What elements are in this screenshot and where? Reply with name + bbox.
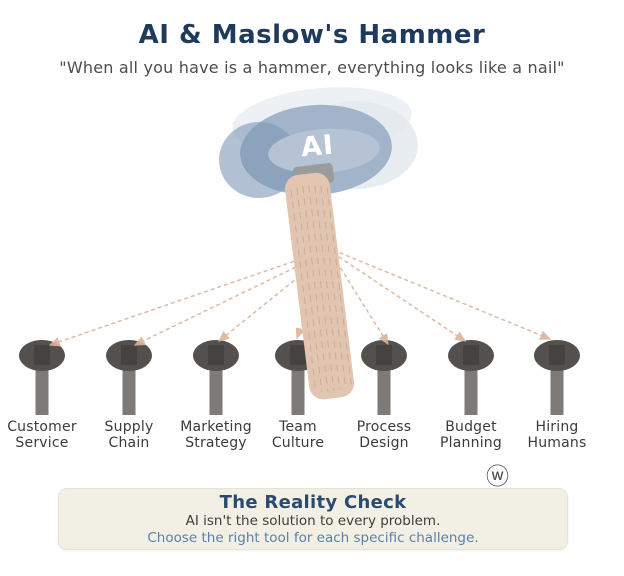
nail-label: Process Design bbox=[319, 419, 449, 451]
nail-label-line: Hiring bbox=[535, 419, 579, 435]
nail-label: Marketing Strategy bbox=[151, 419, 281, 451]
nail-label: Budget Planning bbox=[406, 419, 536, 451]
hammer-ferrule bbox=[292, 163, 335, 187]
nail-label-line: Planning bbox=[440, 434, 502, 451]
nail-label-line: Design bbox=[359, 434, 409, 451]
nail-head-inner bbox=[463, 345, 479, 365]
hammer-face bbox=[219, 122, 299, 198]
nail-head-inner bbox=[549, 345, 565, 365]
nail-head bbox=[534, 340, 580, 371]
nail-head bbox=[106, 340, 152, 371]
nail-head-inner bbox=[121, 345, 137, 365]
nail-label-line: Marketing bbox=[180, 419, 252, 435]
reality-check-title: The Reality Check bbox=[219, 492, 407, 513]
nail-head-inner bbox=[290, 345, 306, 365]
nail-label-line: Budget bbox=[445, 419, 497, 435]
nail-head-inner bbox=[34, 345, 50, 365]
nail-label: Hiring Humans bbox=[492, 419, 622, 451]
nail-label-line: Chain bbox=[108, 434, 150, 451]
signature-mark: ⓦ bbox=[486, 464, 509, 490]
nail-label-line: Culture bbox=[271, 434, 325, 451]
nail-process-design: Process Design bbox=[357, 340, 411, 450]
nail-label-line: Service bbox=[15, 434, 69, 451]
nail-hiring-humans: Hiring Humans bbox=[528, 340, 586, 450]
nail-label: Supply Chain bbox=[64, 419, 194, 451]
nail-head bbox=[448, 340, 494, 371]
nail-head-inner bbox=[376, 345, 392, 365]
nail-label-line: Humans bbox=[527, 434, 587, 451]
nail-label-line: Team bbox=[279, 419, 317, 435]
nail-marketing-strategy: Marketing Strategy bbox=[180, 340, 252, 450]
nail-label-line: Process bbox=[356, 419, 412, 435]
nail-customer-service: Customer Service bbox=[7, 340, 77, 450]
reality-check-line2: Choose the right tool for each specific … bbox=[147, 529, 479, 546]
nail-budget-planning: Budget Planning bbox=[440, 340, 502, 450]
nail-head bbox=[361, 340, 407, 371]
nail-head bbox=[275, 340, 321, 371]
nail-label: Customer Service bbox=[0, 419, 107, 451]
nail-head bbox=[19, 340, 65, 371]
nail-head-inner bbox=[208, 345, 224, 365]
nail-team-culture: Team Culture bbox=[272, 340, 324, 450]
nail-label: Team Culture bbox=[233, 419, 363, 451]
quote-subtitle: "When all you have is a hammer, everythi… bbox=[59, 58, 565, 77]
nail-label-line: Supply bbox=[104, 419, 154, 435]
hammer-ai-label: AI bbox=[299, 129, 336, 164]
reality-check-box: The Reality Check AI isn't the solution … bbox=[58, 488, 568, 550]
reality-check-line1: AI isn't the solution to every problem. bbox=[185, 513, 441, 529]
nail-head bbox=[193, 340, 239, 371]
impact-arrows bbox=[48, 249, 552, 347]
nail-label-line: Strategy bbox=[185, 434, 247, 451]
nail-supply-chain: Supply Chain bbox=[105, 340, 153, 450]
page-title: AI & Maslow's Hammer bbox=[138, 20, 486, 50]
nail-label-line: Customer bbox=[7, 419, 77, 435]
